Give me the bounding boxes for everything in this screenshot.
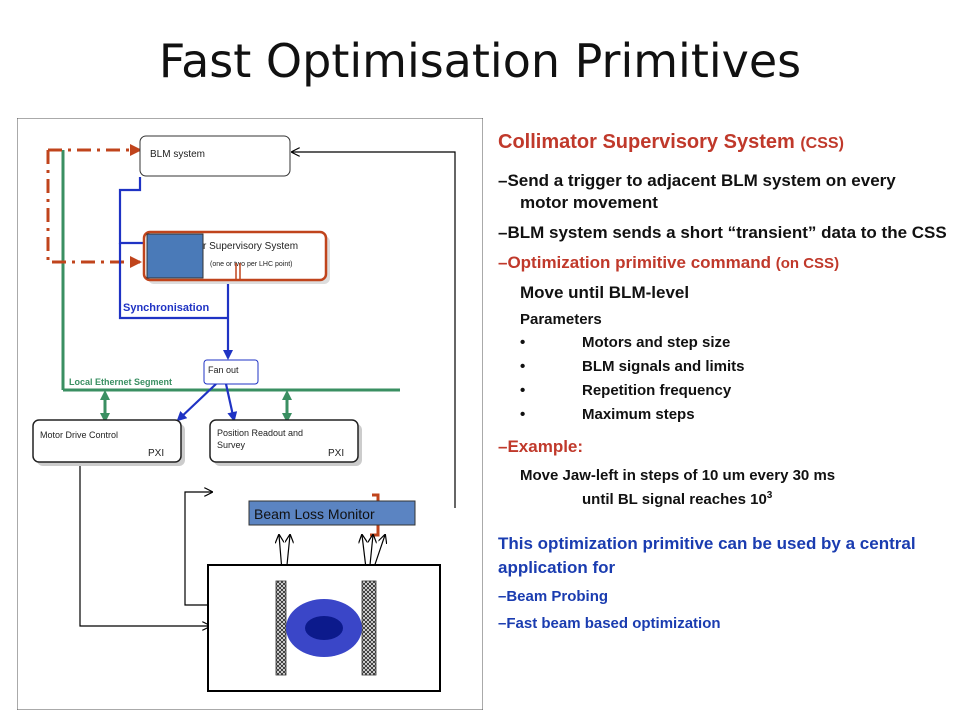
bullet-text: Motors and step size [582, 334, 731, 351]
position-pxi-label: PXI [328, 448, 344, 459]
use-beam-probing: –Beam Probing [498, 588, 609, 605]
css-box-label: r Supervisory System [203, 241, 298, 252]
point-trigger: –Send a trigger to adjacent BLM system o… [498, 171, 896, 212]
bullet-item: •Motors and step size [520, 334, 731, 351]
position-readout-label: Position Readout and [217, 428, 303, 438]
slide-title: Fast Optimisation Primitives [158, 34, 802, 88]
example-line-2: until BL signal reaches 103 [520, 486, 948, 510]
css-heading-text: Collimator Supervisory System [498, 131, 795, 153]
example-exponent: 3 [766, 490, 773, 501]
beam-loss-monitor-bar: Beam Loss Monitor [248, 500, 416, 526]
bullet-item: •Repetition frequency [520, 382, 732, 399]
sync-links [118, 177, 238, 422]
parameters-label: Parameters [520, 311, 602, 328]
motor-pxi-label: PXI [148, 448, 164, 459]
example-line-2-text: until BL signal reaches 10 [582, 491, 767, 508]
beam-inner [305, 616, 343, 640]
optimization-command-on-css: (on CSS) [775, 255, 840, 272]
css-box: r Supervisory System (one or two per LHC… [142, 230, 330, 284]
move-until-text: Move until BLM-level [520, 283, 690, 302]
right-jaw [361, 580, 377, 676]
bullet-text: BLM signals and limits [582, 358, 745, 375]
css-heading-abbr: (CSS) [800, 135, 844, 152]
bullet-item: •BLM signals and limits [520, 358, 745, 375]
optimization-command-text: –Optimization primitive command [498, 253, 771, 272]
example-heading: –Example: [498, 437, 584, 456]
bullet-item: •Maximum steps [520, 406, 695, 423]
blm-system-label: BLM system [150, 149, 205, 160]
ethernet-label: Local Ethernet Segment [69, 377, 172, 387]
css-heading: Collimator Supervisory System (CSS) [498, 130, 948, 156]
motor-drive-label: Motor Drive Control [40, 430, 118, 440]
bullet-text: Repetition frequency [582, 382, 732, 399]
example-text: Move Jaw-left in steps of 10 um every 30… [520, 466, 948, 510]
beam-loss-monitor-label: Beam Loss Monitor [254, 506, 375, 522]
motor-drive-box: Motor Drive Control PXI [32, 419, 185, 466]
css-box-sublabel: (one or two per LHC point) [210, 261, 292, 268]
example-line-1: Move Jaw-left in steps of 10 um every 30… [520, 467, 836, 484]
css-blue-block [146, 233, 204, 279]
point-optimization-command: –Optimization primitive command (on CSS) [498, 252, 948, 275]
position-survey-label: Survey [217, 440, 246, 450]
use-fast-optimization: –Fast beam based optimization [498, 615, 721, 632]
point-transient: –BLM system sends a short “transient” da… [498, 223, 947, 242]
fan-out-box: Fan out [203, 359, 259, 385]
bullet-text: Maximum steps [582, 406, 695, 423]
info-panel: Collimator Supervisory System (CSS) –Sen… [498, 130, 948, 642]
collimator-box [207, 564, 441, 692]
fan-out-label: Fan out [208, 365, 239, 375]
synchronisation-label: Synchronisation [123, 302, 209, 314]
ethernet-network [61, 150, 400, 423]
summary-text: This optimization primitive can be used … [498, 534, 916, 577]
architecture-diagram: BLM system r Supervisory System (one or … [17, 118, 483, 710]
position-readout-box: Position Readout and Survey PXI [209, 419, 362, 466]
left-jaw [275, 580, 287, 676]
blm-system-box: BLM system [139, 135, 291, 177]
red-trigger-links [46, 144, 380, 537]
